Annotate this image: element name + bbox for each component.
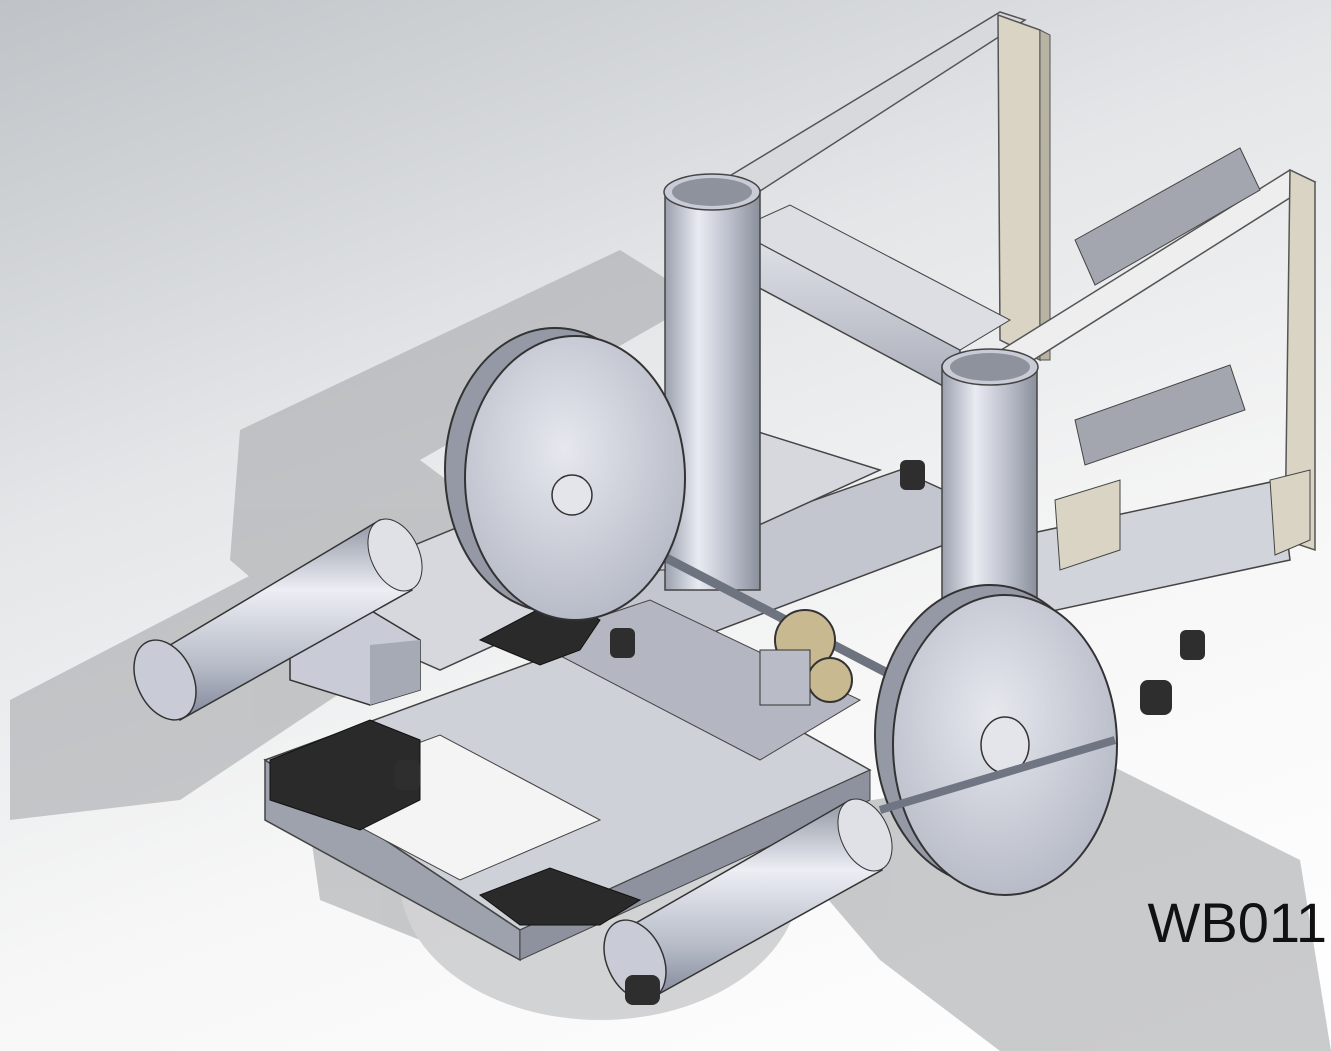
left-column	[663, 173, 761, 591]
right-wheel	[874, 584, 1118, 896]
left-wheel	[444, 327, 686, 621]
model-label: WB011	[1147, 891, 1327, 954]
right-upper-frame	[943, 147, 1317, 552]
gear-assembly	[759, 609, 853, 706]
left-bumper-roller	[133, 518, 423, 722]
rear-upper-frame	[688, 11, 1051, 362]
right-bracket-plates	[1054, 469, 1311, 571]
caster-wheels	[395, 460, 1205, 1005]
